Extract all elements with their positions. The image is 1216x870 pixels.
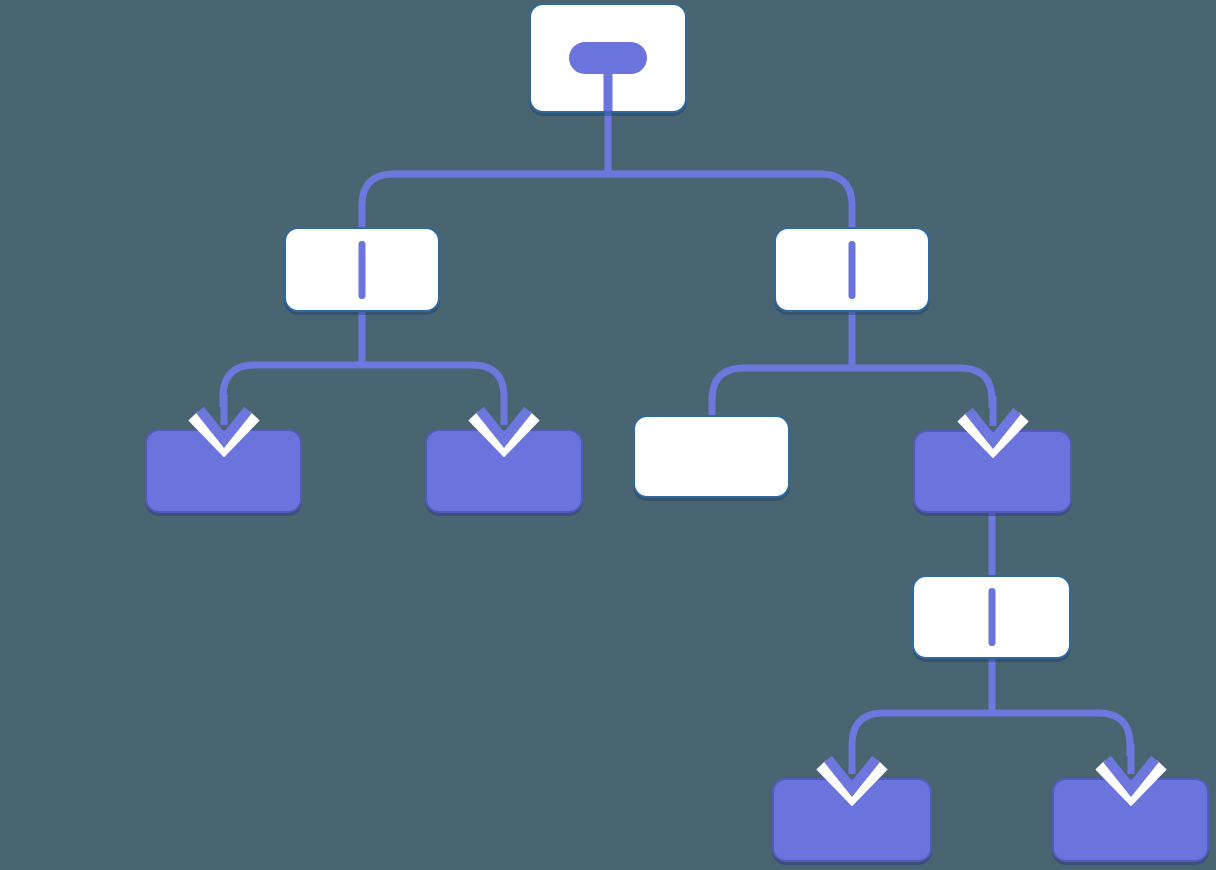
leaf-mid-right-node[interactable] xyxy=(913,396,1072,513)
root-node[interactable] xyxy=(529,3,687,113)
divider-bar-icon xyxy=(848,240,856,299)
plain-child-node[interactable] xyxy=(633,415,790,498)
leaf-bottom-right-node[interactable] xyxy=(1052,744,1209,862)
branch-left-node[interactable] xyxy=(284,227,440,312)
leaf-far-left-node[interactable] xyxy=(145,395,302,513)
leaf-mid-left-node[interactable] xyxy=(425,395,583,513)
connector-split-4-to-bottom-leaves xyxy=(848,709,1134,756)
connector-split-3-to-right-children xyxy=(708,364,996,416)
leaf-bottom-left-node[interactable] xyxy=(772,744,932,862)
connector-split-1-to-branch-left+right xyxy=(358,170,856,227)
connector-split-2-to-left-leaves xyxy=(219,361,508,407)
branch-bottom-node[interactable] xyxy=(912,575,1071,659)
branch-right-node[interactable] xyxy=(774,227,930,312)
root-pill-stem xyxy=(603,69,613,111)
divider-bar-icon xyxy=(988,588,995,646)
root-pill-icon xyxy=(569,42,647,74)
divider-bar-icon xyxy=(358,240,366,299)
